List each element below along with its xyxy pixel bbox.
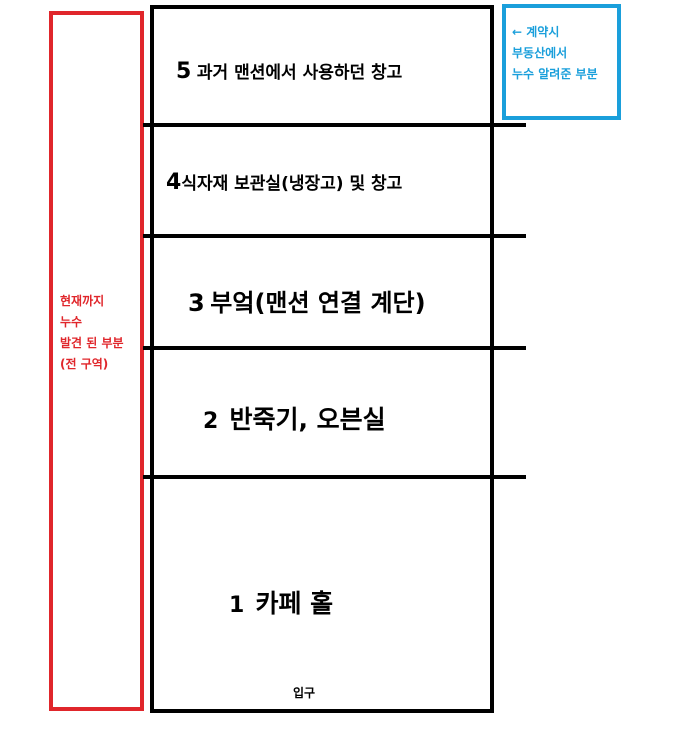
floor-3-label: 3 부엌(맨션 연결 계단) <box>188 283 426 318</box>
floor-description: 식자재 보관실(냉장고) 및 창고 <box>181 174 403 194</box>
floor-number: 2 <box>203 409 219 434</box>
contract-note-line: 누수 알려준 부분 <box>512 67 598 81</box>
floor-number: 3 <box>188 289 205 317</box>
leak-note-line: 누수 <box>60 315 83 329</box>
floor-description: 카페 홀 <box>255 589 334 618</box>
leak-note-line: (전 구역) <box>60 357 109 371</box>
floor-divider-2-1 <box>143 475 526 479</box>
entrance-label: 입구 <box>293 686 316 700</box>
floor-description: 부엌(맨션 연결 계단) <box>210 289 426 317</box>
floor-divider-3-2 <box>143 346 526 350</box>
leak-note-line: 발견 된 부분 <box>60 336 124 350</box>
contract-note: ← 계약시 부동산에서 누수 알려준 부분 <box>512 22 598 85</box>
leak-note-line: 현재까지 <box>60 294 105 308</box>
floor-divider-5-4 <box>143 123 526 127</box>
floor-4-label: 4식자재 보관실(냉장고) 및 창고 <box>166 169 402 195</box>
floor-number: 4 <box>166 170 182 195</box>
floor-number: 1 <box>229 593 245 618</box>
floor-5-label: 5 과거 맨션에서 사용하던 창고 <box>176 58 402 84</box>
floor-number: 5 <box>176 59 192 84</box>
contract-note-box <box>502 4 621 120</box>
floor-1-label: 1 카페 홀 <box>229 584 333 620</box>
contract-note-line: ← 계약시 <box>512 25 560 39</box>
floor-description: 반죽기, 오븐실 <box>229 405 386 434</box>
leak-area-note: 현재까지 누수 발견 된 부분 (전 구역) <box>60 291 140 375</box>
leak-area-box <box>49 11 144 711</box>
contract-note-line: 부동산에서 <box>512 46 568 60</box>
building-outline <box>150 5 494 713</box>
floor-2-label: 2 반죽기, 오븐실 <box>203 400 386 436</box>
floor-description: 과거 맨션에서 사용하던 창고 <box>196 63 403 83</box>
floor-divider-4-3 <box>143 234 526 238</box>
